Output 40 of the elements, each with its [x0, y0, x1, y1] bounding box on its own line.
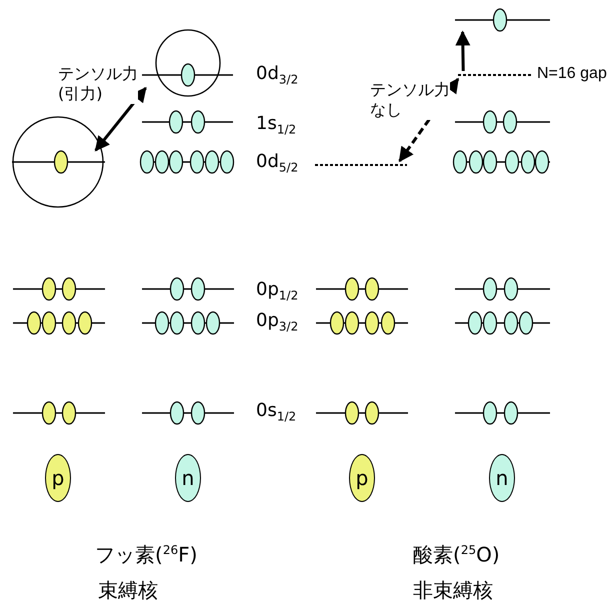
energy-level: [455, 311, 550, 335]
energy-level: [142, 311, 234, 335]
level-label: 0p$_{1/2}$: [256, 280, 298, 305]
nucleus-type: 非束縛核: [413, 578, 493, 602]
edge-label: テンソル力なし: [370, 80, 450, 120]
energy-level: [316, 401, 408, 425]
energy-level: [455, 8, 550, 32]
energy-level: [142, 110, 233, 134]
gap-label: N=16 gap: [537, 64, 607, 84]
particle-symbol: n: [175, 454, 201, 502]
energy-level: [315, 161, 407, 169]
edge-label: テンソル力(引力): [58, 64, 138, 104]
energy-level: [316, 277, 408, 301]
particle-symbol: n: [489, 454, 515, 502]
highlighted-energy-level: [142, 30, 233, 96]
energy-level: [13, 311, 105, 335]
energy-level: [455, 150, 550, 174]
energy-level: [13, 401, 105, 425]
nucleus-type: 束縛核: [98, 578, 158, 602]
energy-level: [142, 150, 233, 174]
double-arrow: [94, 86, 147, 152]
highlighted-energy-level: [12, 117, 105, 207]
energy-level: [142, 277, 234, 301]
energy-level: [316, 311, 408, 335]
level-label: 0d$_{5/2}$: [256, 152, 298, 177]
level-label: 0s$_{1/2}$: [256, 401, 296, 426]
nucleus-name: フッ素($^{26}$F): [95, 542, 198, 567]
nucleus-name: 酸素($^{25}$O): [413, 542, 500, 567]
energy-level: [455, 277, 550, 301]
energy-level: [455, 401, 550, 425]
particle-symbol: p: [349, 454, 375, 502]
level-label: 0d$_{3/2}$: [256, 64, 298, 89]
energy-level: [13, 277, 105, 301]
energy-level: [142, 401, 234, 425]
level-label: 1s$_{1/2}$: [256, 114, 296, 139]
particle-symbol: p: [45, 454, 71, 502]
energy-level: [455, 110, 550, 134]
arrow: [455, 30, 470, 72]
level-label: 0p$_{3/2}$: [256, 311, 298, 336]
energy-level: [458, 71, 533, 79]
